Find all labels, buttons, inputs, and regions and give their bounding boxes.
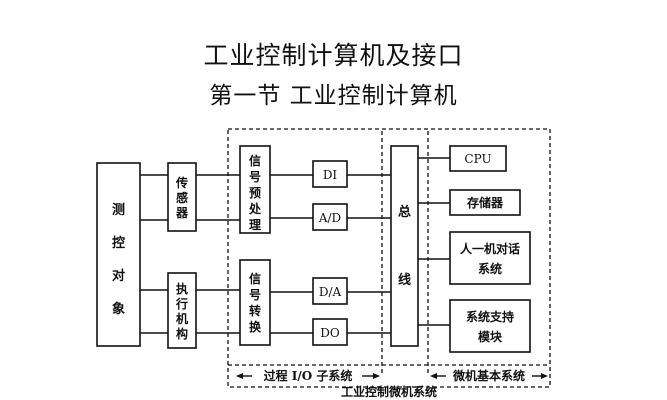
support-label-line-1: 系统支持: [466, 309, 514, 324]
basic-arrowhead-right: [541, 373, 548, 379]
actuator-char-1: 执: [176, 281, 188, 296]
cpu-label: CPU: [464, 152, 491, 166]
preprocess-char-4: 处: [248, 201, 262, 216]
storage-box: [449, 189, 521, 216]
preprocess-box: [239, 145, 271, 234]
convert-char-2: 号: [249, 287, 261, 302]
di-box: [312, 160, 348, 188]
industrial-system-label: 工业控制微机系统: [341, 384, 437, 399]
actuator-char-2: 行: [175, 296, 188, 311]
controlled-object-box: [96, 162, 141, 347]
bus-char-1: 总: [398, 204, 411, 220]
ad-box: [312, 203, 348, 231]
da-box: [312, 277, 348, 305]
ad-label: A/D: [318, 211, 341, 225]
sensor-box: [167, 162, 197, 232]
preprocess-char-2: 号: [249, 169, 261, 184]
convert-box: [239, 259, 271, 346]
sensor-char-1: 传: [175, 175, 188, 190]
object-char-3: 对: [112, 268, 125, 284]
convert-char-4: 换: [249, 319, 262, 334]
io-subsystem-label: 过程 I/O 子系统: [264, 368, 353, 383]
actuator-char-4: 构: [176, 326, 188, 341]
object-char-2: 控: [112, 235, 125, 251]
actuator-char-3: 机: [176, 311, 188, 326]
actuator-box: [167, 272, 197, 349]
basic-system-label: 微机基本系统: [452, 368, 525, 383]
object-char-1: 测: [112, 202, 125, 218]
io-arrowhead-left: [236, 373, 243, 379]
bus-char-2: 线: [398, 272, 411, 288]
system-boundary: [227, 128, 551, 388]
da-label: D/A: [319, 285, 342, 299]
storage-label: 存储器: [466, 195, 504, 210]
convert-char-1: 信: [249, 271, 261, 286]
basic-arrowhead-left: [430, 373, 437, 379]
preprocess-char-3: 预: [249, 186, 261, 200]
hmi-label-line-2: 系统: [478, 261, 502, 276]
io-arrowhead-right: [373, 373, 380, 379]
preprocess-char-5: 理: [249, 218, 261, 232]
preprocess-char-1: 信: [249, 153, 261, 168]
page-title: 工业控制计算机及接口: [203, 41, 464, 70]
support-box: [449, 299, 531, 353]
do-label: DO: [320, 326, 340, 340]
hmi-label-line-1: 人一机对话: [460, 241, 520, 256]
page-subtitle: 第一节 工业控制计算机: [209, 83, 458, 109]
object-char-4: 象: [112, 301, 125, 317]
sensor-char-3: 器: [175, 206, 189, 220]
support-label-line-2: 模块: [478, 329, 503, 344]
do-box: [312, 318, 348, 346]
convert-char-3: 转: [249, 303, 261, 318]
hmi-box: [449, 231, 531, 285]
di-label: DI: [323, 168, 338, 182]
bus-box: [390, 145, 419, 347]
sensor-char-2: 感: [176, 190, 188, 205]
cpu-box: [449, 145, 507, 172]
